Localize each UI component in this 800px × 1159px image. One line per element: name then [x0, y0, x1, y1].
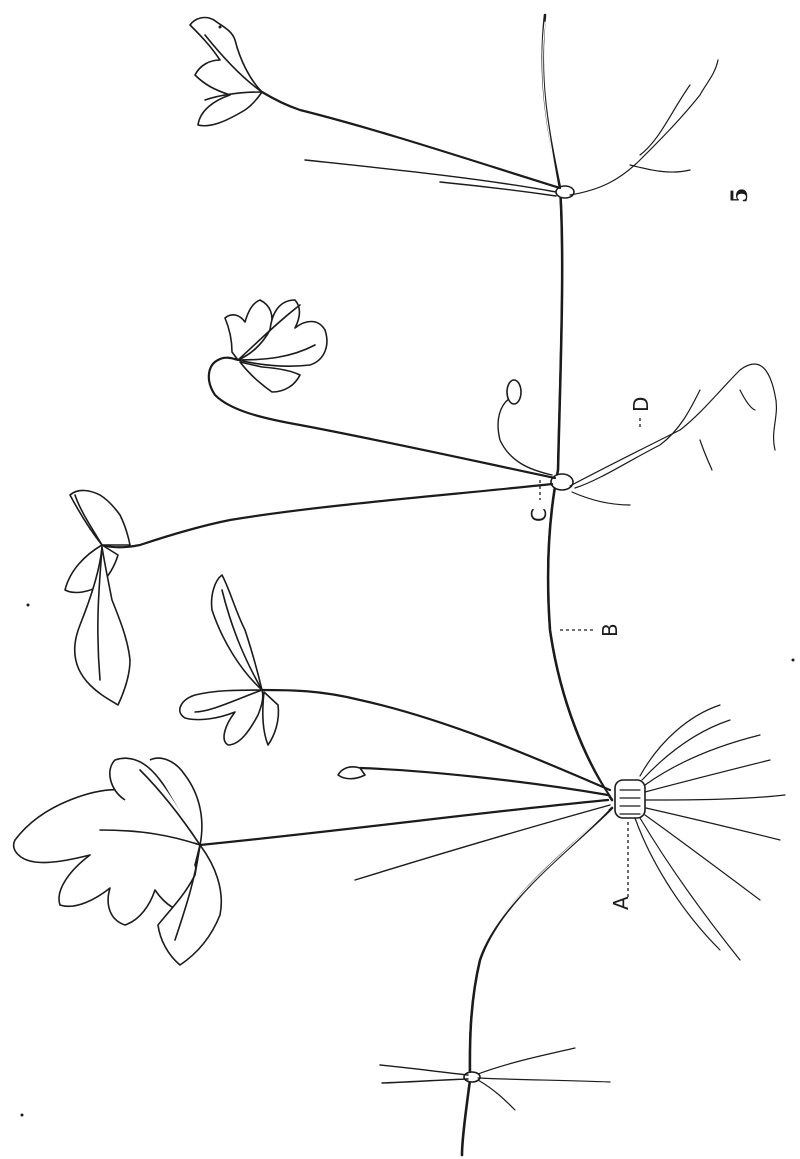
svg-text:A: A [609, 896, 633, 910]
svg-text:5: 5 [727, 188, 753, 203]
leaf-middle-upper [225, 300, 327, 392]
main-crown [200, 690, 785, 960]
speck [792, 659, 795, 662]
main-runner [543, 15, 612, 800]
speck [27, 604, 30, 607]
label-a: A [609, 822, 633, 910]
leaf-middle-lower [65, 490, 130, 705]
label-b: B [560, 623, 622, 637]
middle-node [102, 358, 776, 548]
upper-node [262, 60, 718, 198]
lower-runner [462, 808, 612, 1155]
label-d: D [629, 397, 653, 428]
svg-text:B: B [598, 623, 622, 637]
svg-text:D: D [629, 397, 653, 412]
speck [219, 26, 222, 29]
speck [21, 1114, 24, 1117]
lower-node [380, 1048, 610, 1110]
leaf-crown-upper [180, 575, 279, 745]
figure-number: 5 [727, 188, 753, 203]
bud-left [338, 767, 365, 779]
leaf-top [190, 18, 262, 126]
svg-text:C: C [527, 508, 551, 522]
leaf-crown-large [14, 758, 222, 965]
